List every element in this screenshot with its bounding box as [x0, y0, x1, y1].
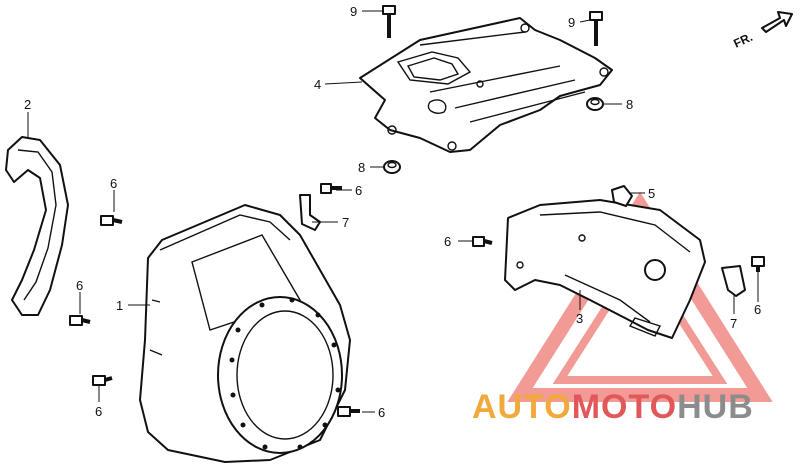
nut-8-right-icon — [586, 97, 604, 111]
bolt-9-left-icon — [382, 5, 396, 38]
callout-labels: 9 9 4 8 2 8 6 6 5 7 6 6 1 3 6 7 6 6 — [24, 4, 761, 420]
arrow-right-icon — [761, 11, 793, 33]
clamp-7-right-icon — [721, 265, 746, 297]
callout-6-lower-left: 6 — [95, 404, 102, 419]
callout-6-bottom: 6 — [378, 405, 385, 420]
leader-lines — [27, 10, 759, 413]
front-direction-label: FR. — [731, 30, 754, 51]
front-direction-indicator: FR. — [731, 11, 793, 51]
watermark-text: AUTOMOTOHUB — [472, 388, 754, 426]
callout-6-middle: 6 — [444, 234, 451, 249]
callout-1: 1 — [116, 298, 123, 313]
bolt-6-c-icon — [69, 315, 91, 326]
callout-9-right: 9 — [568, 15, 575, 30]
watermark-auto: AUTO — [472, 388, 572, 426]
top-cover-plate — [359, 17, 613, 153]
callout-5: 5 — [648, 186, 655, 201]
callout-9-left: 9 — [350, 4, 357, 19]
callout-3: 3 — [576, 311, 583, 326]
callout-6-upper-left: 6 — [110, 176, 117, 191]
svg-text:AUTOMOTOHUB: AUTOMOTOHUB — [472, 388, 754, 426]
callout-8-right: 8 — [626, 97, 633, 112]
fan-shroud-housing — [139, 204, 351, 463]
callout-2: 2 — [24, 97, 31, 112]
callout-4: 4 — [314, 77, 321, 92]
bolt-6-f-icon — [337, 406, 360, 417]
callout-7-left: 7 — [342, 215, 349, 230]
callout-6-left: 6 — [76, 278, 83, 293]
callout-6-top-middle: 6 — [355, 183, 362, 198]
bolt-9-right-icon — [589, 11, 603, 46]
bolt-6-b-icon — [320, 183, 342, 194]
callout-7-right: 7 — [730, 316, 737, 331]
shroud-bolt-holes — [229, 297, 341, 450]
bolt-6-g-icon — [751, 256, 765, 272]
side-shroud-panel — [5, 136, 69, 316]
bolt-6-d-icon — [472, 236, 493, 247]
watermark-moto: MOTO — [572, 388, 677, 426]
bolt-6-e-icon — [92, 375, 113, 386]
watermark-hub: HUB — [677, 388, 754, 426]
clamp-7-left-icon — [299, 194, 321, 231]
cylinder-cover — [504, 199, 706, 339]
bolt-6-a-icon — [100, 215, 123, 226]
callout-6-right: 6 — [754, 302, 761, 317]
callout-8-middle: 8 — [358, 160, 365, 175]
clip-5-icon — [611, 185, 633, 207]
nut-8-middle-icon — [383, 160, 401, 174]
